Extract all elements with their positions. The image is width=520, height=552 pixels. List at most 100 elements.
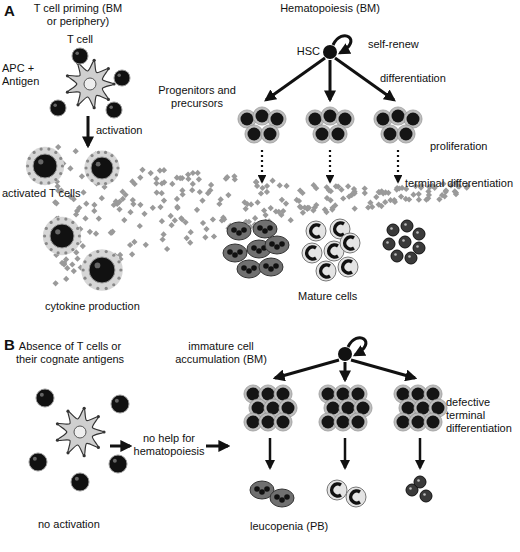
cytokine <box>264 189 270 195</box>
arrow <box>419 438 422 468</box>
granulocyte-lobe <box>259 489 265 495</box>
halo-dot <box>50 248 53 251</box>
cytokine <box>109 230 115 236</box>
t-cell-highlight <box>95 263 101 269</box>
progenitor-halo <box>261 125 279 143</box>
cytokine <box>297 204 303 210</box>
monocyte-nucleus <box>329 245 338 257</box>
antigen-dot <box>97 446 100 449</box>
t-cell-highlight <box>96 162 101 167</box>
granulocyte-lobe <box>241 227 247 233</box>
cytokine <box>172 217 178 223</box>
cytokine <box>202 234 208 240</box>
granulocyte-lobe <box>237 249 243 255</box>
cytokine <box>197 189 203 195</box>
cytokine <box>132 181 138 187</box>
process-label: activation <box>96 124 142 137</box>
cytokine <box>108 230 114 236</box>
dotted-arrow <box>261 150 263 182</box>
cytokine <box>378 203 384 209</box>
monocyte-nucleus <box>321 265 330 277</box>
process-label: cytokine production <box>45 300 140 313</box>
cytokine <box>426 192 432 198</box>
progenitor-cell <box>412 388 425 401</box>
cytokine <box>174 204 180 210</box>
arrow <box>275 360 339 378</box>
cytokine <box>258 190 264 196</box>
granulocyte <box>223 244 247 262</box>
cytokine <box>187 240 193 246</box>
granulocyte <box>265 236 289 254</box>
halo-dot <box>64 217 67 220</box>
antigen-dot <box>83 454 86 457</box>
cytokine <box>225 192 231 198</box>
granulocyte-lobe <box>279 241 285 247</box>
halo-dot <box>43 234 46 237</box>
granulocyte <box>259 258 283 276</box>
monocyte <box>316 261 336 281</box>
cytokine <box>73 211 79 217</box>
cytokine <box>410 192 416 198</box>
halo-dot <box>97 182 100 185</box>
small-cell <box>401 220 413 232</box>
t-cell <box>89 257 115 283</box>
cytokine <box>185 171 191 177</box>
cytokine <box>277 182 283 188</box>
small-cell-spot <box>408 255 411 258</box>
progenitor-cell <box>322 416 335 429</box>
granulocyte <box>237 260 261 278</box>
progenitor-cell <box>316 128 329 141</box>
cytokine <box>211 233 217 239</box>
progenitor-halo <box>397 125 415 143</box>
cytokine <box>63 276 69 282</box>
monocyte <box>338 257 358 277</box>
cytokine <box>161 167 167 173</box>
progenitor-cell <box>412 416 425 429</box>
cytokine <box>313 202 319 208</box>
progenitor-cell <box>271 113 284 126</box>
granulocyte-lobe <box>246 268 252 274</box>
granulocyte <box>227 222 251 240</box>
cytokine <box>55 144 61 150</box>
antigen-dot <box>66 74 69 77</box>
cytokine <box>345 183 351 189</box>
cytokine <box>268 205 274 211</box>
progenitor-halo <box>329 125 347 143</box>
cytokine <box>177 175 183 181</box>
monocyte-nucleus <box>343 261 352 273</box>
cytokine <box>200 220 206 226</box>
progenitor-cell <box>342 402 355 415</box>
small-cell <box>391 250 403 262</box>
small-cell <box>413 242 425 254</box>
progenitor-cell <box>427 416 440 429</box>
granulocyte-lobe <box>267 225 273 231</box>
arrow <box>344 362 347 380</box>
cytokine <box>385 190 391 196</box>
granulocyte <box>270 489 294 507</box>
cell-label: Mature cells <box>298 290 357 303</box>
cytokine <box>369 204 375 210</box>
t-cell <box>29 453 47 471</box>
progenitor-halo <box>245 125 263 143</box>
cytokine <box>216 201 222 207</box>
halo-dot <box>76 242 79 245</box>
monocyte <box>306 221 326 241</box>
cytokine <box>264 183 270 189</box>
t-cell <box>109 455 127 473</box>
granulocyte-lobe <box>269 241 275 247</box>
monocyte <box>340 233 360 253</box>
cytokine <box>324 195 330 201</box>
apc-cell <box>57 408 104 455</box>
t-cell <box>114 70 130 86</box>
cytokine <box>174 205 180 211</box>
antigen-dot <box>76 103 79 106</box>
cytokine <box>116 199 122 205</box>
halo-dot <box>104 182 107 185</box>
cytokine <box>392 199 398 205</box>
t-cell <box>91 157 113 179</box>
halo-dot <box>54 178 57 181</box>
monocyte <box>346 487 366 507</box>
progenitor-cell <box>247 416 260 429</box>
progenitor-cell <box>337 416 350 429</box>
